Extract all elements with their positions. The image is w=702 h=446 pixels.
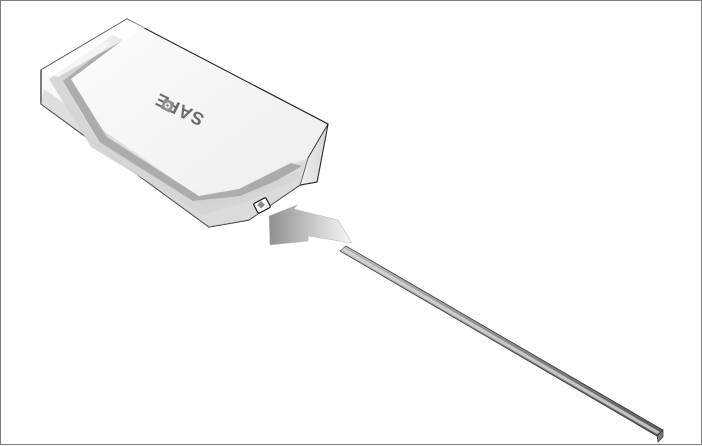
rod-end-cap [656,429,664,443]
device-side-face [299,123,329,186]
rod-icon [339,245,664,443]
charging-port-icon [253,197,271,214]
rod-highlight [341,248,660,434]
remote-device: SAFE [40,18,329,228]
insertion-arrow-icon [268,204,353,246]
device-highlight [41,19,145,77]
safe-logo-icon [160,98,175,113]
